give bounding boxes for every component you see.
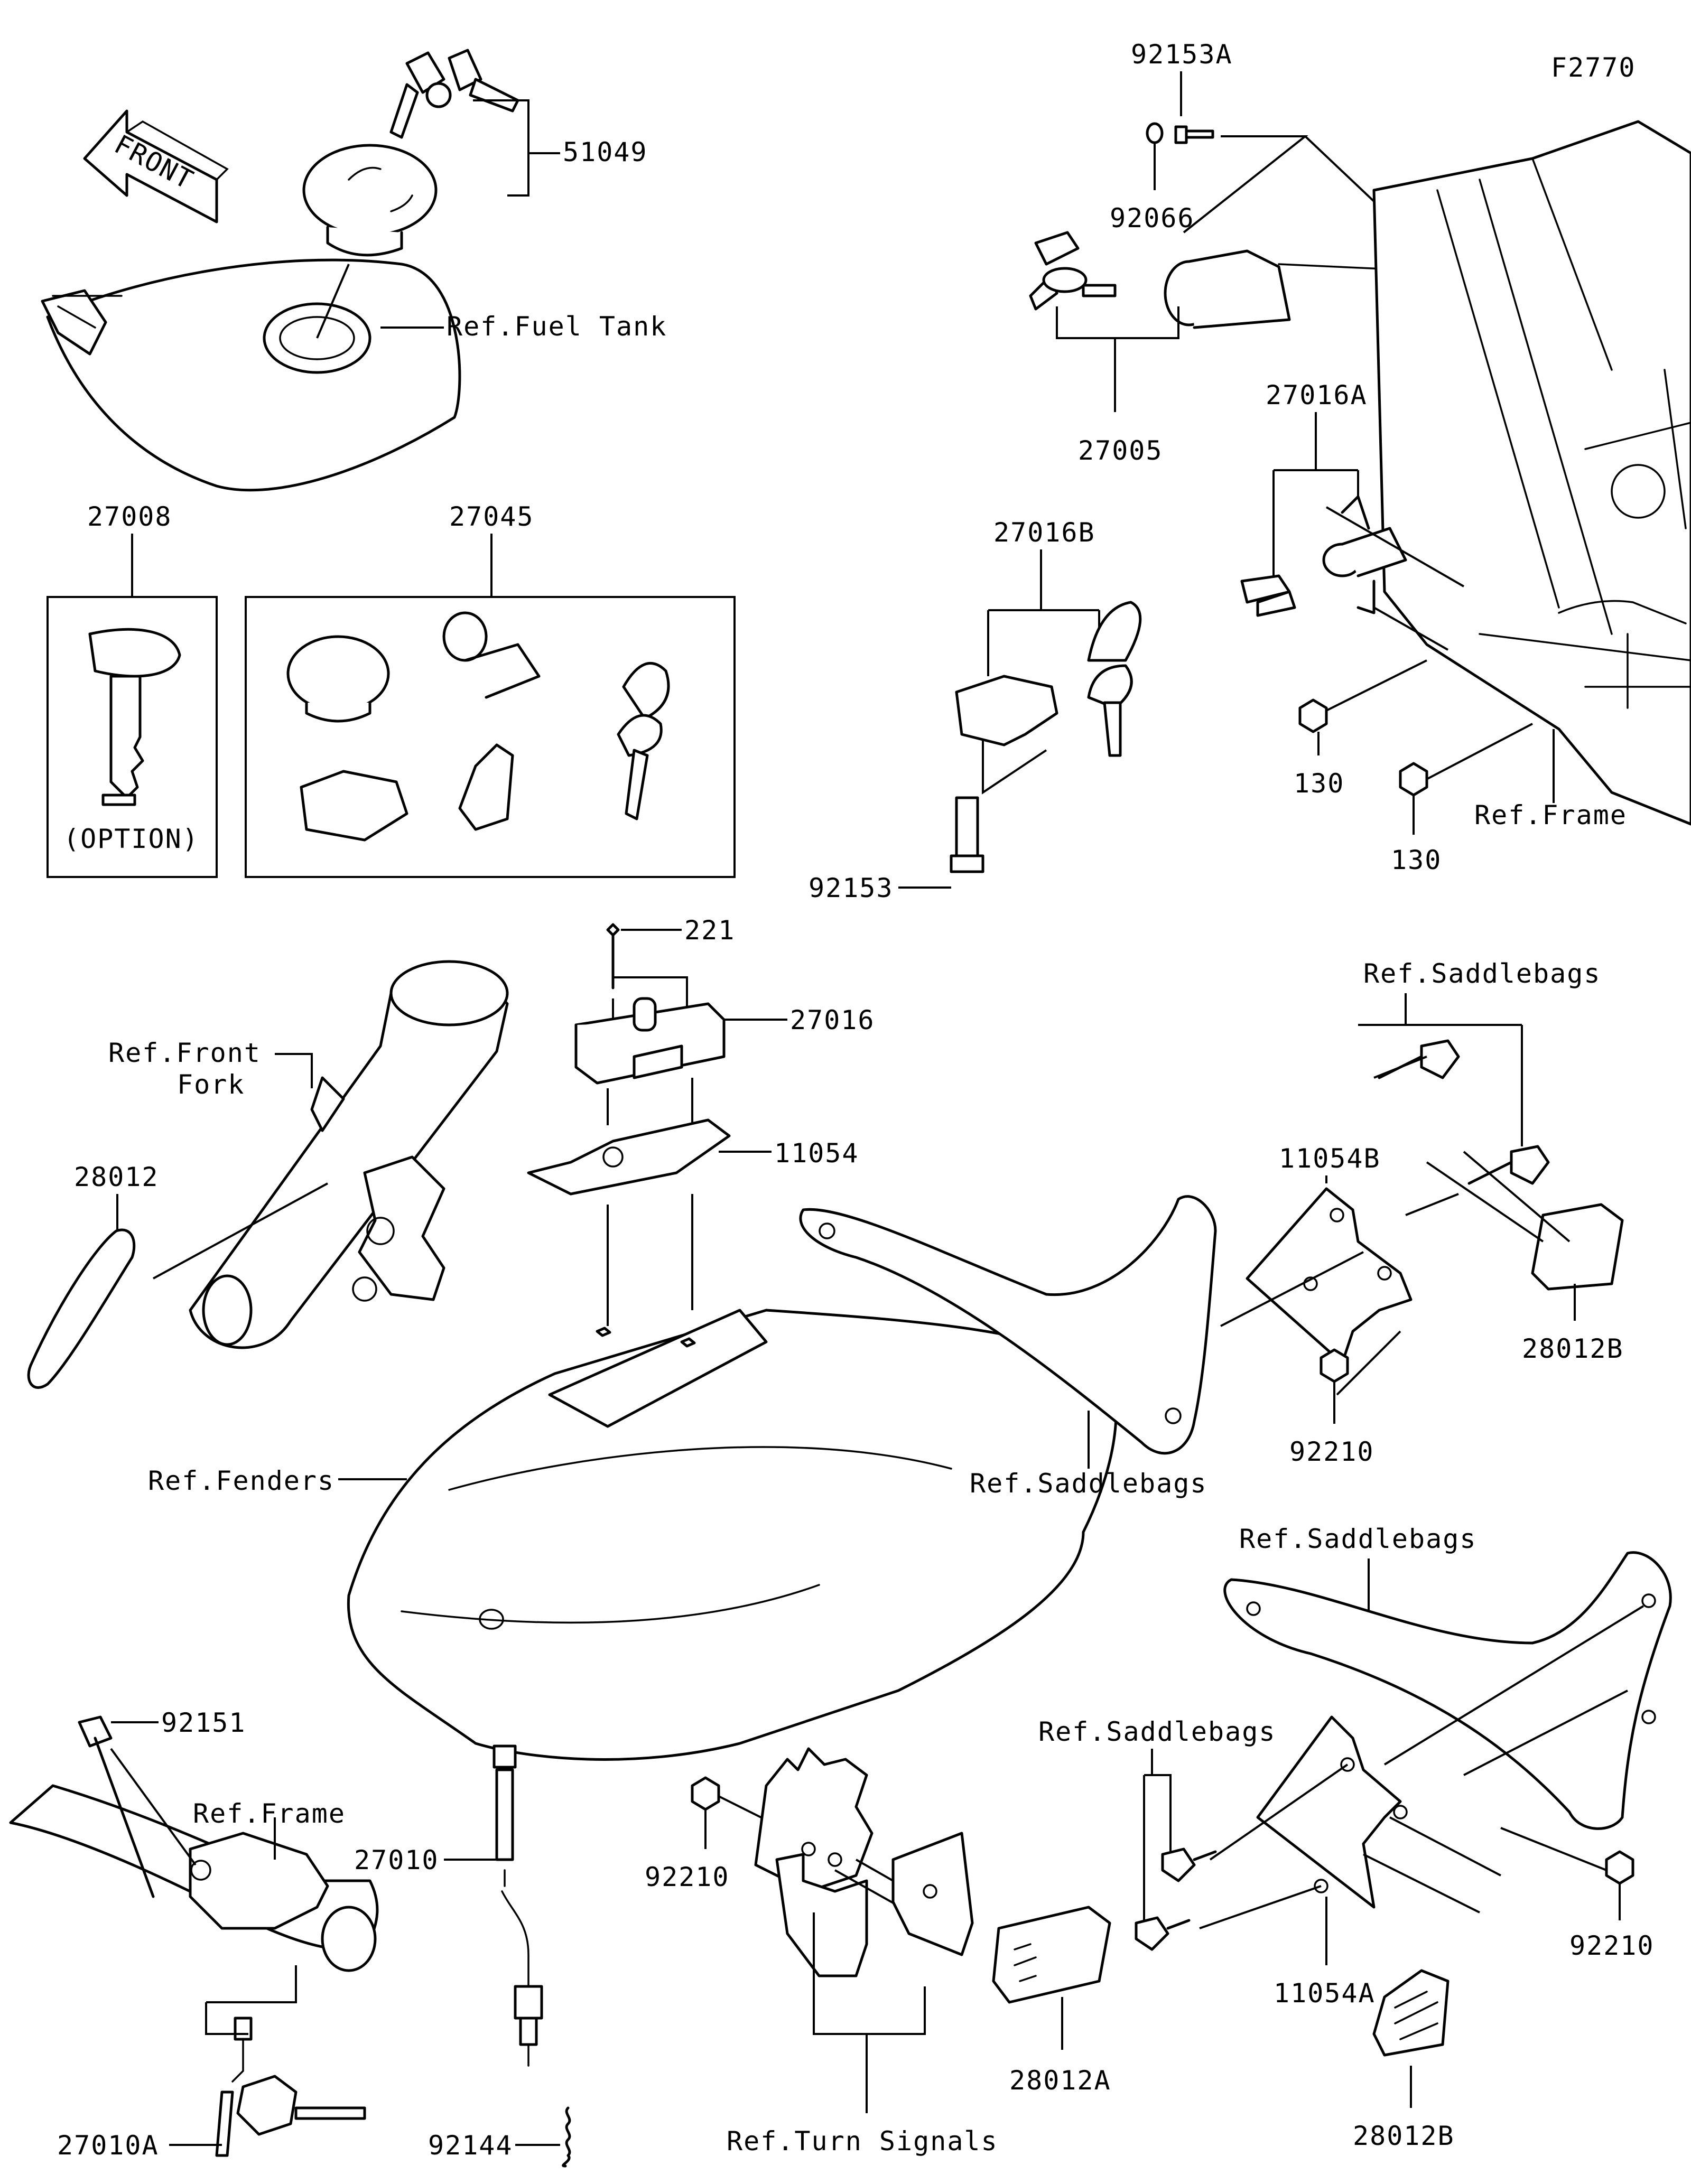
lock-set-contents bbox=[286, 611, 670, 842]
label-27010A: 27010A bbox=[57, 2130, 159, 2161]
label-27005: 27005 bbox=[1078, 435, 1163, 466]
saddlebag-bracket-upper bbox=[799, 1195, 1217, 1455]
label-92066: 92066 bbox=[1110, 203, 1195, 234]
label-ref-saddlebags-3: Ref.Saddlebags bbox=[1038, 1716, 1276, 1747]
fuel-cap bbox=[302, 144, 438, 257]
label-27045: 27045 bbox=[449, 501, 534, 532]
front-arrow: FRONT bbox=[83, 109, 229, 223]
saddlebag-bracket-lower bbox=[1223, 1551, 1672, 1830]
bracket-27016 bbox=[574, 997, 726, 1085]
label-ref-saddlebags-2: Ref.Saddlebags bbox=[1239, 1524, 1476, 1554]
reflector-plate bbox=[891, 1832, 974, 1956]
pad-28012B-upper bbox=[1531, 1203, 1624, 1291]
label-92153: 92153 bbox=[809, 873, 894, 903]
label-28012B-a: 28012B bbox=[1522, 1333, 1624, 1364]
lock-27016A bbox=[1240, 495, 1407, 617]
rear-fender bbox=[347, 1309, 1118, 1761]
label-ref-fuel-tank: Ref.Fuel Tank bbox=[447, 311, 667, 342]
switch-27010 bbox=[493, 1744, 543, 2067]
label-92210-b: 92210 bbox=[645, 1862, 730, 1892]
label-ref-turn-signals: Ref.Turn Signals bbox=[727, 2126, 998, 2157]
lock-27016B bbox=[955, 601, 1142, 757]
label-11054: 11054 bbox=[774, 1138, 859, 1169]
plate-11054 bbox=[527, 1118, 731, 1196]
ignition-switch-27005 bbox=[1029, 231, 1396, 329]
ignition-keys-51049 bbox=[389, 49, 519, 139]
label-92210-c: 92210 bbox=[1569, 1930, 1655, 1961]
turn-signal-bracket bbox=[754, 1747, 874, 1977]
option-key bbox=[88, 628, 181, 806]
label-28012: 28012 bbox=[74, 1162, 159, 1192]
label-51049: 51049 bbox=[563, 137, 648, 167]
label-ref-front-fork-2: Fork bbox=[177, 1069, 245, 1100]
label-11054A: 11054A bbox=[1274, 1978, 1376, 2009]
frame-top bbox=[1372, 120, 1691, 826]
plate-11054B bbox=[1246, 1187, 1413, 1365]
label-ref-saddlebags-1: Ref.Saddlebags bbox=[970, 1468, 1207, 1499]
label-92144: 92144 bbox=[428, 2130, 513, 2161]
option-key-box bbox=[47, 596, 218, 878]
label-92153A: 92153A bbox=[1131, 39, 1233, 70]
reflector-28012 bbox=[27, 1228, 136, 1389]
frame-bottom bbox=[9, 1784, 379, 1972]
label-130-b: 130 bbox=[1391, 845, 1442, 875]
fuel-tank bbox=[41, 258, 461, 492]
label-27008: 27008 bbox=[87, 501, 172, 532]
front-fork bbox=[189, 960, 509, 1349]
label-option: (OPTION) bbox=[63, 824, 199, 854]
label-28012B-b: 28012B bbox=[1353, 2121, 1455, 2151]
label-ref-saddlebags-top: Ref.Saddlebags bbox=[1363, 958, 1601, 989]
label-ref-front-fork-1: Ref.Front bbox=[108, 1038, 261, 1068]
label-28012A: 28012A bbox=[1009, 2065, 1111, 2096]
plate-11054A bbox=[1256, 1715, 1408, 1909]
pad-28012B-lower bbox=[1372, 1969, 1450, 2057]
figure-code: F2770 bbox=[1551, 52, 1636, 83]
reflector-28012A bbox=[992, 1906, 1111, 2004]
label-ref-frame-bottom: Ref.Frame bbox=[193, 1798, 346, 1829]
label-92151: 92151 bbox=[161, 1707, 246, 1738]
label-130-a: 130 bbox=[1294, 768, 1344, 799]
label-27010: 27010 bbox=[354, 1845, 439, 1875]
spring-92144 bbox=[562, 2106, 571, 2168]
label-ref-fenders: Ref.Fenders bbox=[148, 1466, 335, 1496]
label-27016: 27016 bbox=[790, 1005, 875, 1035]
label-11054B: 11054B bbox=[1279, 1143, 1381, 1174]
label-27016A: 27016A bbox=[1266, 380, 1368, 410]
switch-27010A bbox=[215, 2017, 366, 2157]
label-92210-a: 92210 bbox=[1289, 1436, 1374, 1467]
label-221: 221 bbox=[684, 915, 735, 946]
label-27016B: 27016B bbox=[993, 517, 1095, 548]
label-ref-frame-top: Ref.Frame bbox=[1474, 800, 1627, 830]
lock-set-box bbox=[245, 596, 736, 878]
